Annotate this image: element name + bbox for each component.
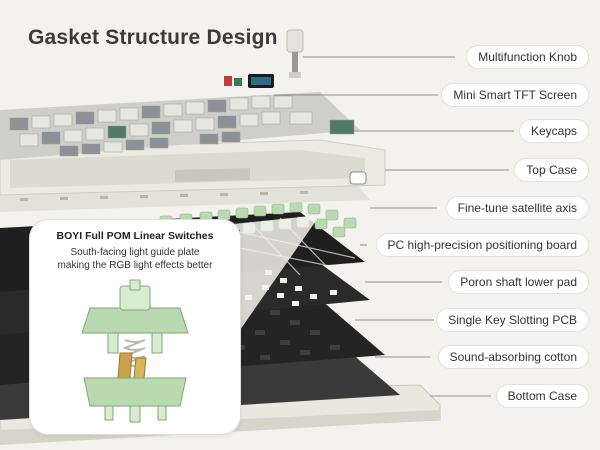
callout-subtitle-line1: South-facing light guide plate [70,247,200,258]
callout-subtitle: South-facing light guide plate making th… [38,246,232,272]
callout-title: BOYI Full POM Linear Switches [56,230,214,242]
label-poron-pad: Poron shaft lower pad [449,271,588,293]
label-multifunction-knob: Multifunction Knob [467,46,588,68]
label-top-case: Top Case [515,159,588,181]
tft-screen [224,74,274,88]
linear-switch-illustration [81,279,189,423]
label-pc-board: PC high-precision positioning board [376,234,588,256]
label-sound-cotton: Sound-absorbing cotton [438,346,588,368]
label-keycaps: Keycaps [519,120,588,142]
leader-lines [274,56,514,397]
page-title: Gasket Structure Design [28,26,278,49]
label-pcb: Single Key Slotting PCB [437,309,588,331]
callout-subtitle-line2: making the RGB light effects better [57,260,213,271]
multifunction-knob [286,29,304,78]
label-satellite-axis: Fine-tune satellite axis [446,197,588,219]
label-tft-screen: Mini Smart TFT Screen [442,84,588,106]
label-bottom-case: Bottom Case [496,385,588,407]
zoom-cone [195,215,320,330]
keycaps-layer [0,92,360,160]
switch-callout: BOYI Full POM Linear Switches South-faci… [30,220,240,434]
